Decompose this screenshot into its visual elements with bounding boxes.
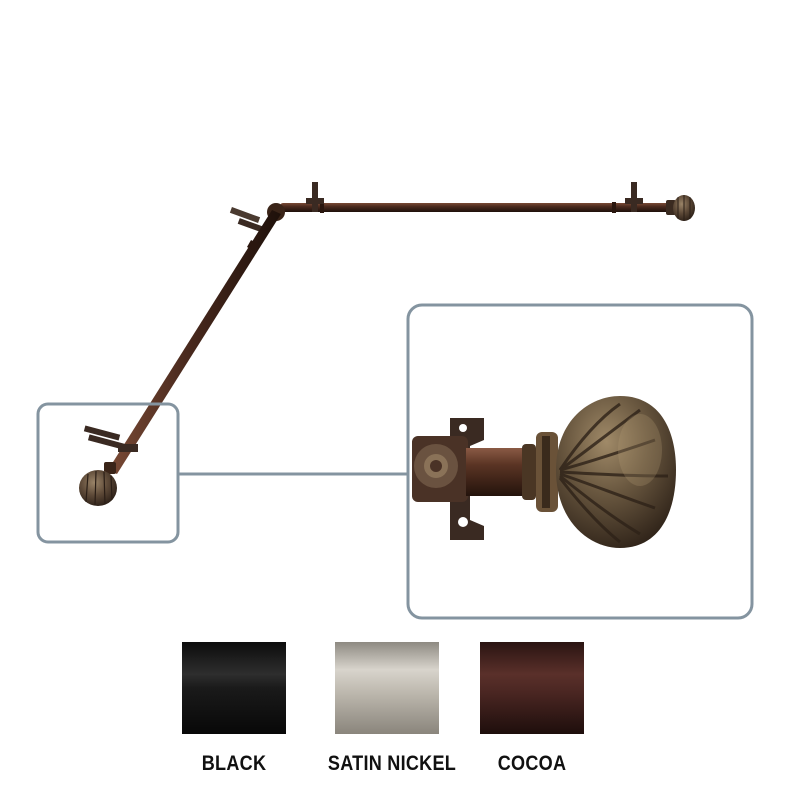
swatch-black[interactable] <box>182 642 286 734</box>
finish-label-satin-nickel: SATIN NICKEL <box>327 752 457 775</box>
finial-right <box>666 195 695 221</box>
swatch-satin-nickel[interactable] <box>335 642 439 734</box>
finial-closeup <box>412 396 676 548</box>
wall-bracket <box>83 425 138 452</box>
finish-label-black: BLACK <box>201 752 267 775</box>
horizontal-rod <box>280 202 672 213</box>
wall-bracket <box>306 182 643 212</box>
finial-left <box>79 462 117 506</box>
finish-label-cocoa: COCOA <box>497 752 567 775</box>
swatch-cocoa[interactable] <box>480 642 584 734</box>
diagonal-rod <box>108 210 281 474</box>
